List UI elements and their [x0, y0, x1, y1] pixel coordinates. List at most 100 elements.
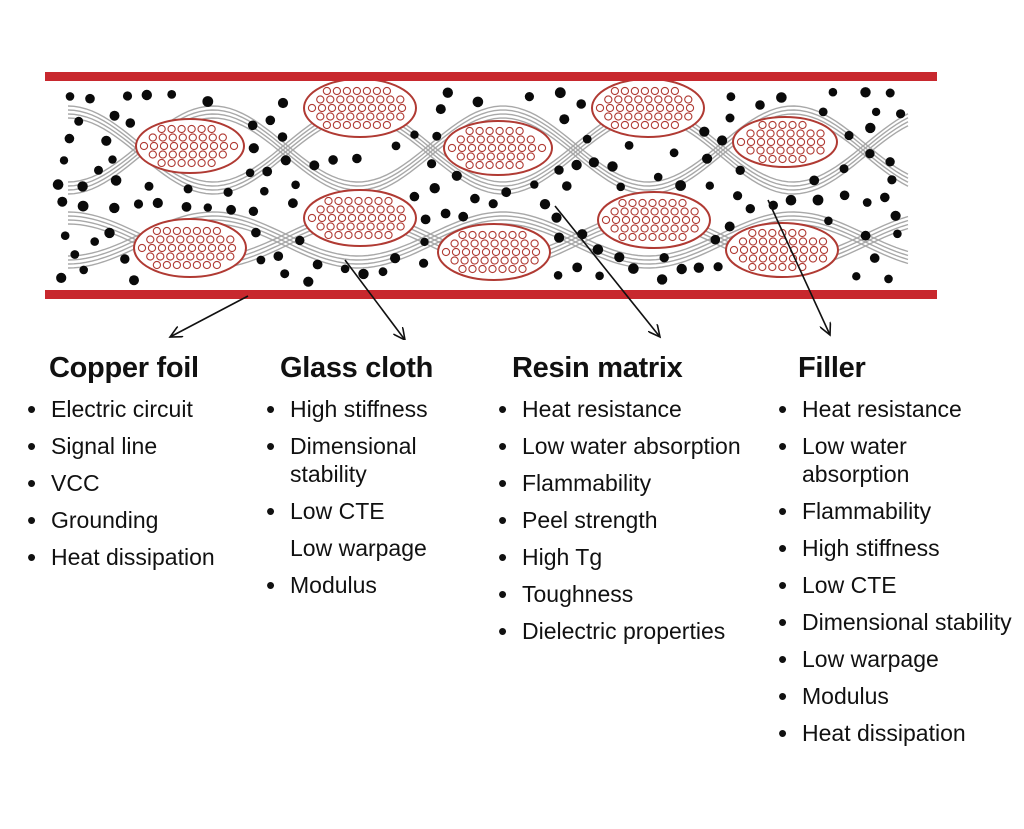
- filler-particle: [291, 180, 300, 190]
- glass-fiber: [458, 264, 467, 274]
- glass-fiber: [456, 135, 465, 144]
- fiber-bundle-outline: [133, 218, 247, 278]
- glass-fiber: [334, 196, 343, 206]
- glass-fiber: [396, 205, 405, 214]
- glass-fiber: [344, 196, 353, 206]
- glass-fiber: [668, 198, 677, 208]
- glass-fiber: [758, 254, 768, 263]
- glass-fiber: [166, 235, 175, 244]
- glass-fiber: [372, 120, 382, 130]
- glass-fiber: [374, 230, 383, 240]
- filler-particle: [554, 165, 564, 175]
- property-item: Dielectric properties: [498, 617, 778, 645]
- glass-fiber: [334, 230, 343, 240]
- filler-particle: [420, 237, 429, 247]
- glass-fiber: [670, 120, 680, 130]
- glass-fiber: [317, 213, 327, 223]
- filler-particle: [427, 159, 437, 169]
- filler-particle: [110, 175, 122, 186]
- glass-fiber: [352, 120, 362, 130]
- glass-fiber: [768, 120, 777, 130]
- filler-particle: [717, 135, 728, 146]
- filler-particle: [251, 227, 261, 238]
- glass-fiber: [625, 103, 635, 113]
- glass-fiber: [397, 213, 407, 223]
- filler-particle: [378, 267, 388, 277]
- glass-fiber: [799, 245, 809, 255]
- fiber-bundle: [303, 78, 417, 138]
- glass-fiber: [480, 239, 489, 248]
- glass-fiber: [654, 95, 663, 104]
- glass-fiber: [496, 135, 505, 144]
- glass-fiber: [336, 112, 345, 121]
- glass-fiber: [786, 129, 795, 138]
- glass-fiber: [347, 213, 357, 223]
- glass-fiber: [386, 222, 395, 231]
- filler-particle: [167, 90, 177, 99]
- filler-particle: [812, 194, 824, 206]
- glass-fiber: [631, 215, 641, 225]
- filler-particle: [288, 198, 298, 209]
- glass-fiber: [386, 95, 395, 104]
- copper-foil-bottom: [45, 290, 937, 299]
- filler-particle: [488, 199, 498, 209]
- property-item: High stiffness: [266, 395, 466, 423]
- filler-particle: [410, 130, 419, 139]
- glass-fiber: [664, 95, 673, 104]
- glass-fiber: [521, 247, 531, 257]
- filler-particle: [713, 262, 723, 272]
- glass-strand: [67, 105, 909, 183]
- filler-particle: [442, 87, 453, 98]
- glass-fiber: [207, 124, 216, 134]
- glass-fiber: [152, 226, 162, 236]
- glass-fiber: [382, 120, 392, 130]
- fiber-bundle: [303, 189, 417, 247]
- filler-particle: [824, 216, 833, 226]
- glass-fiber: [497, 143, 507, 153]
- glass-fiber: [316, 95, 325, 104]
- glass-fiber: [498, 264, 507, 274]
- glass-fiber: [638, 198, 647, 208]
- glass-fiber: [604, 95, 613, 104]
- glass-fiber: [326, 95, 335, 104]
- glass-fiber: [137, 243, 147, 253]
- glass-fiber: [366, 112, 375, 121]
- glass-fiber: [527, 143, 537, 153]
- property-item: VCC: [27, 469, 267, 497]
- filler-particle: [277, 132, 288, 142]
- fiber-bundle-outline: [597, 191, 711, 249]
- glass-fiber: [199, 141, 209, 151]
- glass-fiber: [650, 120, 660, 130]
- glass-fiber: [488, 264, 497, 274]
- glass-fiber: [601, 215, 611, 225]
- glass-fiber: [786, 146, 795, 155]
- property-item: Low CTE: [266, 497, 466, 525]
- glass-fiber: [468, 264, 477, 274]
- glass-fiber: [471, 247, 481, 257]
- glass-fiber: [188, 150, 197, 159]
- filler-particle: [524, 92, 535, 102]
- glass-fiber: [186, 235, 195, 244]
- filler-particle: [576, 99, 586, 109]
- glass-fiber: [372, 86, 382, 96]
- glass-fiber: [386, 205, 395, 214]
- filler-particle: [745, 204, 755, 214]
- glass-fiber: [778, 254, 788, 263]
- glass-fiber: [520, 256, 529, 265]
- glass-fiber: [796, 146, 805, 155]
- fiber-bundle: [591, 78, 705, 138]
- filler-particle: [104, 227, 115, 239]
- glass-fiber: [470, 256, 479, 265]
- filler-particle: [559, 114, 570, 125]
- filler-particle: [554, 87, 566, 99]
- glass-fiber: [526, 135, 535, 144]
- glass-fiber: [168, 133, 177, 142]
- glass-fiber: [366, 205, 375, 214]
- property-item: Flammability: [498, 469, 778, 497]
- glass-fiber: [778, 154, 787, 164]
- glass-fiber: [384, 196, 393, 206]
- glass-fiber: [218, 133, 227, 142]
- glass-strand: [67, 117, 909, 195]
- glass-fiber: [322, 120, 332, 130]
- glass-fiber: [788, 228, 797, 238]
